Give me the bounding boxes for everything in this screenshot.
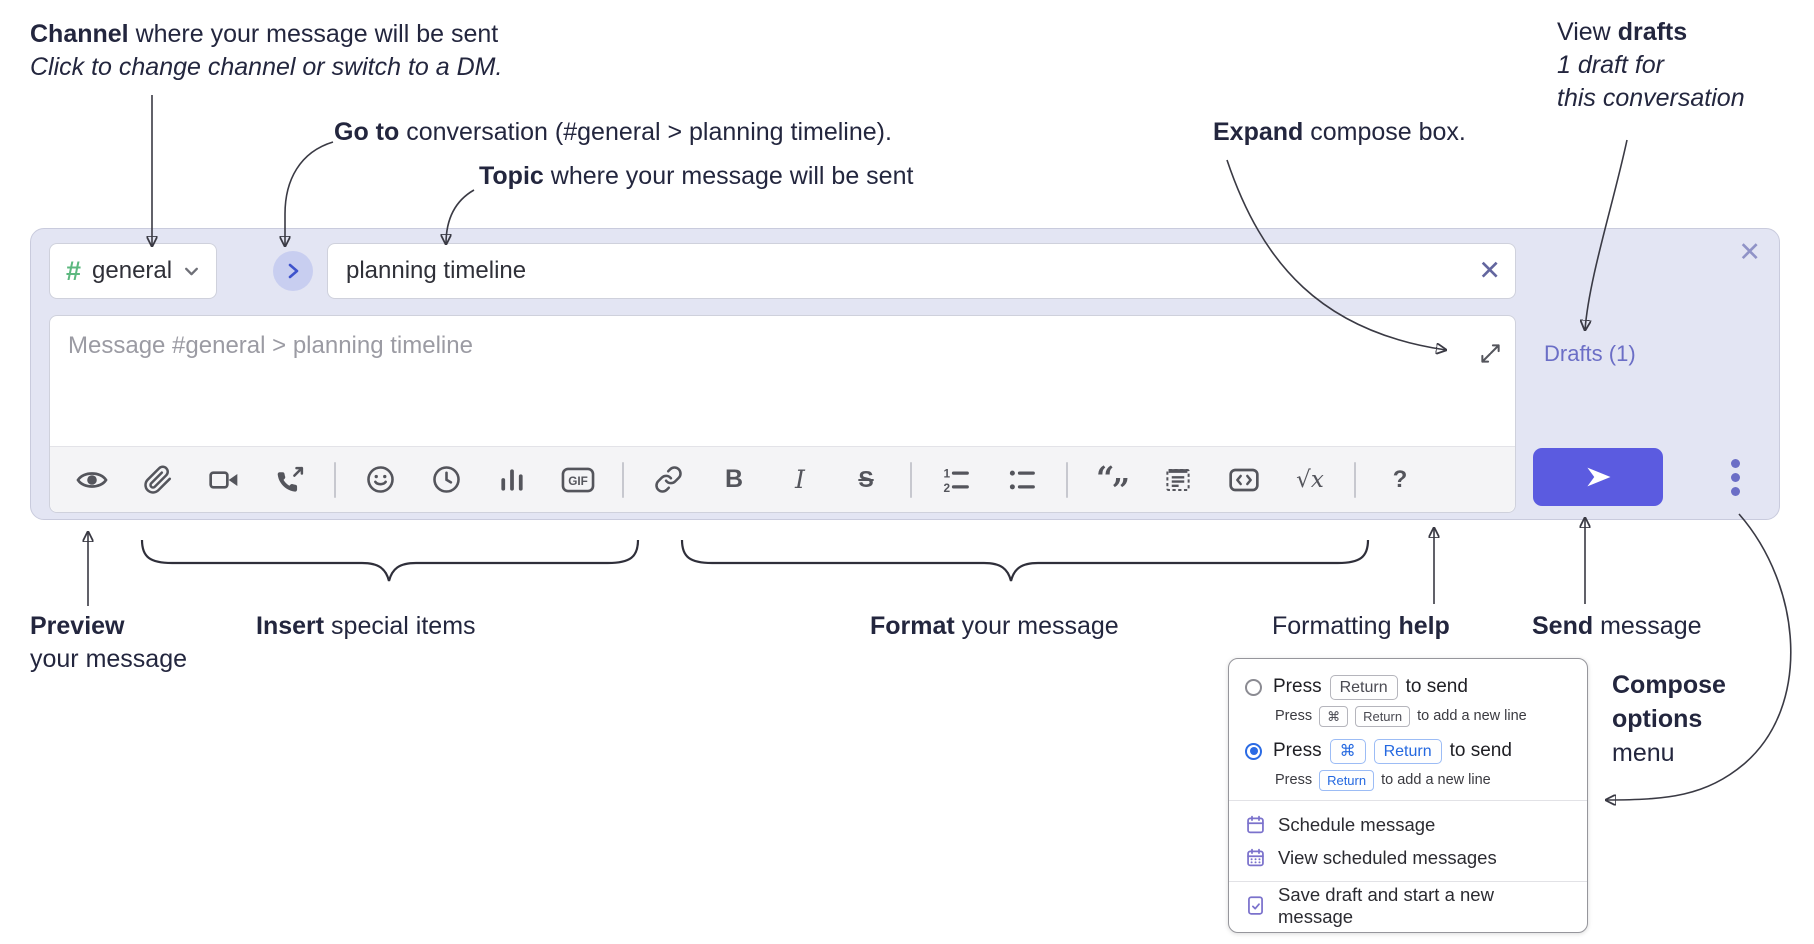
return-keycap: Return (1355, 705, 1411, 727)
channel-annotation-rest: where your message will be sent (128, 20, 499, 48)
bulleted-list-icon[interactable] (1000, 458, 1044, 502)
send-icon (1583, 462, 1613, 492)
bar-chart-icon[interactable] (490, 458, 534, 502)
menu-option-cmd-return-to-send[interactable]: Press ⌘ Return to send (1245, 735, 1571, 767)
compose-options-annotation: Compose options menu (1612, 671, 1726, 767)
menu-divider (1229, 881, 1587, 882)
gif-icon[interactable]: GIF (556, 458, 600, 502)
menu-option-return-to-send[interactable]: Press Return to send (1245, 671, 1571, 703)
formula-icon[interactable]: √x (1296, 466, 1324, 493)
inline-code-icon[interactable] (1222, 458, 1266, 502)
strikethrough-icon[interactable]: S (858, 466, 874, 492)
formatting-help-icon[interactable]: ? (1392, 465, 1408, 493)
toolbar-divider (1066, 461, 1068, 498)
menu-divider (1229, 800, 1587, 801)
video-camera-icon[interactable] (202, 458, 246, 502)
channel-hash-icon: # (66, 255, 82, 286)
topic-input[interactable] (328, 244, 1515, 298)
svg-text:2: 2 (944, 480, 951, 494)
code-block-icon[interactable] (1156, 458, 1200, 502)
phone-call-icon[interactable] (268, 458, 312, 502)
italic-icon[interactable]: I (795, 465, 805, 494)
channel-selector[interactable]: # general (49, 243, 218, 299)
channel-annotation-bold: Channel (30, 20, 129, 48)
send-annotation: Send message (1532, 612, 1702, 640)
view-drafts-annotation: View drafts 1 draft for this conversatio… (1557, 18, 1745, 112)
chevron-down-icon (183, 263, 200, 280)
menu-item-schedule-message[interactable]: Schedule message (1245, 808, 1571, 841)
compose-options-menu: Press Return to send Press ⌘ Return to a… (1228, 658, 1588, 933)
document-check-icon (1245, 895, 1266, 916)
channel-name: general (92, 257, 173, 284)
drafts-link[interactable]: Drafts (1) (1544, 341, 1636, 366)
send-button[interactable] (1533, 448, 1663, 506)
return-keycap: Return (1373, 738, 1442, 764)
return-keycap: Return (1329, 674, 1398, 700)
expand-compose-icon[interactable] (1477, 340, 1503, 366)
compose-options-button[interactable] (1713, 448, 1757, 506)
cmd-keycap: ⌘ (1329, 738, 1366, 764)
cmd-keycap: ⌘ (1319, 705, 1349, 727)
channel-annotation-sub: Click to change channel or switch to a D… (30, 53, 503, 81)
kebab-menu-icon (1730, 458, 1740, 468)
expand-annotation: Expand compose box. (1213, 118, 1466, 146)
menu-item-save-draft[interactable]: Save draft and start a new message (1245, 884, 1571, 927)
preview-annotation: Preview your message (30, 612, 188, 673)
menu-option2-subtext: Press Return to add a new line (1245, 767, 1571, 793)
goto-conversation-button[interactable] (273, 251, 313, 291)
toolbar-divider (1354, 461, 1356, 498)
formatting-help-annotation: Formatting help (1272, 612, 1450, 640)
svg-text:1: 1 (944, 466, 951, 480)
preview-eye-icon[interactable] (70, 458, 114, 502)
emoji-icon[interactable] (358, 458, 402, 502)
topic-clear-button[interactable]: ✕ (1478, 255, 1501, 286)
goto-annotation: Go to conversation (#general > planning … (334, 118, 892, 146)
blockquote-icon[interactable]: “” (1096, 458, 1130, 509)
link-icon[interactable] (646, 458, 690, 502)
chevron-right-icon (283, 261, 303, 281)
menu-option1-subtext: Press ⌘ Return to add a new line (1245, 703, 1571, 729)
channel-annotation: Channel where your message will be sent … (30, 18, 502, 84)
paperclip-icon[interactable] (136, 458, 180, 502)
menu-item-view-scheduled-messages[interactable]: View scheduled messages (1245, 841, 1571, 874)
topic-input-wrap: ✕ (327, 243, 1516, 299)
svg-text:GIF: GIF (568, 475, 588, 488)
toolbar-divider (334, 461, 336, 498)
message-input[interactable] (50, 316, 1515, 446)
radio-unselected-icon[interactable] (1245, 678, 1262, 696)
toolbar-divider (910, 461, 912, 498)
topic-annotation: Topic where your message will be sent (479, 162, 914, 190)
toolbar-divider (622, 461, 624, 498)
calendar-grid-icon (1245, 847, 1266, 868)
calendar-icon (1245, 814, 1266, 835)
format-annotation: Format your message (870, 612, 1119, 640)
return-keycap: Return (1319, 769, 1375, 791)
close-compose-button[interactable]: ✕ (1738, 237, 1761, 267)
compose-panel: # general ✕ ✕ (30, 228, 1780, 520)
insert-annotation: Insert special items (256, 612, 476, 640)
radio-selected-icon[interactable] (1245, 742, 1262, 760)
bold-icon[interactable]: B (724, 465, 744, 493)
clock-icon[interactable] (424, 458, 468, 502)
message-box: GIF B I S 12 “” (49, 315, 1516, 513)
